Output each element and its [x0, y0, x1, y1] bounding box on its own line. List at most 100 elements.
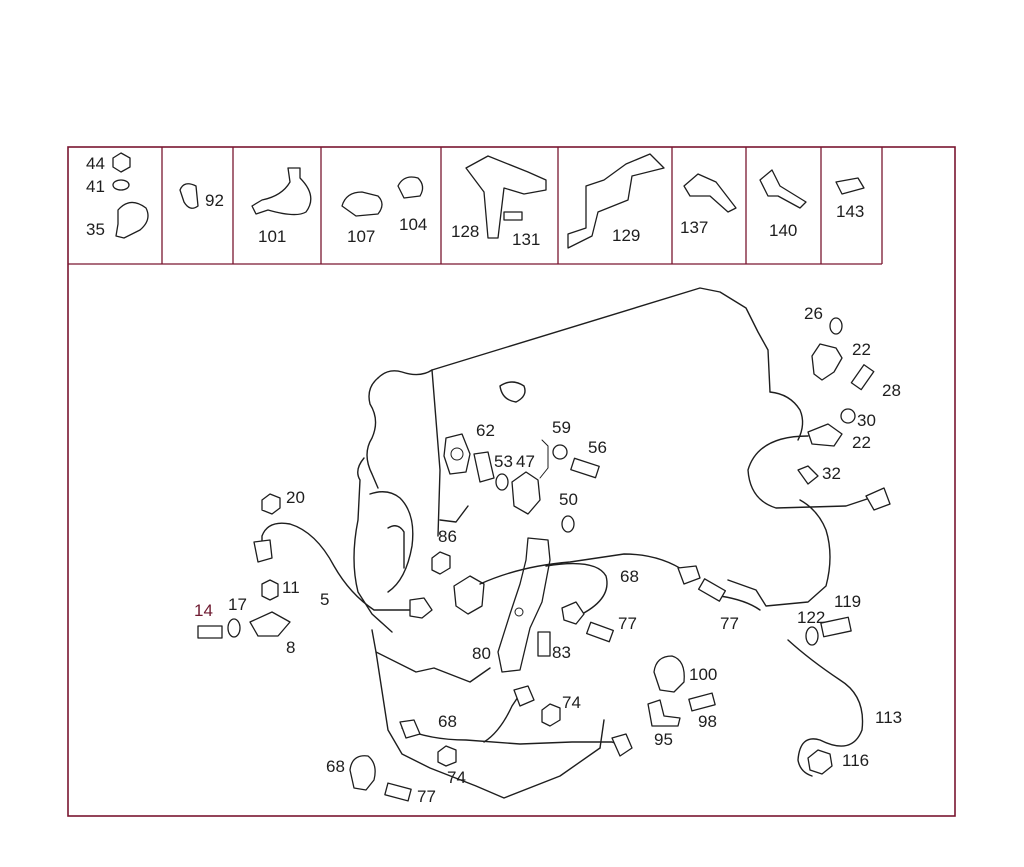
- label-30: 30: [857, 411, 876, 430]
- bolt-98-icon: [688, 692, 716, 712]
- label-26: 26: [804, 304, 823, 323]
- gasket-group: 62 53 47 59 56 50: [443, 418, 607, 533]
- label-104: 104: [399, 215, 427, 234]
- nut-74a-icon: [541, 703, 561, 727]
- clamp-104-icon: [397, 176, 424, 199]
- clamp-35-icon: [115, 201, 149, 239]
- label-119: 119: [834, 592, 861, 611]
- bolt-119-icon: [820, 616, 852, 638]
- label-95: 95: [654, 730, 673, 749]
- label-74b: 74: [447, 768, 466, 787]
- diagram-frame: [67, 146, 956, 817]
- leader-47: [539, 439, 549, 479]
- label-122: 122: [797, 608, 825, 627]
- sensor-cable-22: [747, 435, 877, 509]
- gasket-53-icon: [473, 451, 495, 483]
- header-cell-4: 107 104: [341, 176, 427, 246]
- plate-143-icon: [835, 177, 865, 195]
- label-92: 92: [205, 191, 224, 210]
- label-68c: 68: [326, 757, 345, 776]
- clip-92-icon: [179, 183, 199, 209]
- label-86: 86: [438, 527, 457, 546]
- label-22a: 22: [852, 340, 871, 359]
- bracket-80-icon: [497, 537, 551, 673]
- sensor-group-top-right: 26 22 28 30 22 32: [747, 304, 901, 511]
- seal-26-icon: [829, 317, 843, 335]
- valve-47-icon: [511, 471, 541, 515]
- label-137: 137: [680, 218, 708, 237]
- cable-113: [787, 639, 864, 777]
- label-140: 140: [769, 221, 797, 240]
- washer-17-icon: [227, 618, 241, 638]
- plug-68-bottom-icon: [399, 719, 421, 739]
- label-113: 113: [875, 708, 902, 727]
- cable-68-loop: [545, 562, 608, 615]
- label-83: 83: [552, 643, 571, 662]
- label-11: 11: [282, 578, 300, 597]
- nut-44-icon: [112, 152, 131, 173]
- label-20: 20: [286, 488, 305, 507]
- label-128: 128: [451, 222, 479, 241]
- header-cell-5: 128 131: [451, 155, 547, 249]
- label-22b: 22: [852, 433, 871, 452]
- left-sensor-group: 20 86 11 5 14 17 8: [194, 488, 485, 657]
- label-143: 143: [836, 202, 864, 221]
- header-cell-7: 137: [680, 173, 737, 237]
- washer-30-icon: [840, 408, 856, 424]
- label-17: 17: [228, 595, 247, 614]
- label-68a: 68: [620, 567, 639, 586]
- bracket-8-icon: [249, 611, 291, 637]
- bracket-129-icon: [567, 153, 665, 249]
- right-lower-group: 122 119 100 98 95 113 116: [647, 592, 902, 777]
- bolt-28-icon: [850, 364, 875, 391]
- label-80: 80: [472, 644, 491, 663]
- header-cell-9: 143: [835, 177, 865, 221]
- label-50: 50: [559, 490, 578, 509]
- label-77a: 77: [618, 614, 637, 633]
- label-5: 5: [320, 590, 329, 609]
- cable-5: [261, 522, 411, 611]
- header-cell-2: 92: [179, 183, 224, 210]
- label-129: 129: [612, 226, 640, 245]
- clip-100-icon: [653, 655, 685, 693]
- bottom-cable-group: 74 68 68 74 77: [326, 685, 633, 806]
- cable-68-bottom: [401, 727, 629, 749]
- bracket-95-icon: [647, 699, 681, 727]
- washer-59-icon: [552, 444, 568, 460]
- bolt-56-icon: [570, 457, 600, 479]
- plug-68-icon: [677, 565, 701, 585]
- label-53: 53: [494, 452, 513, 471]
- label-44: 44: [86, 154, 105, 173]
- sensor-head-5-icon: [409, 597, 433, 619]
- gasket-62-icon: [443, 433, 471, 475]
- sensor-center-icon: [453, 575, 485, 615]
- clamp-107-icon: [341, 191, 383, 217]
- strap-101-icon: [251, 167, 312, 216]
- nut-116-icon: [807, 749, 833, 775]
- bolt-83-icon: [537, 631, 551, 657]
- seal-50-icon: [561, 515, 575, 533]
- label-68b: 68: [438, 712, 457, 731]
- clip-32-icon: [797, 465, 819, 485]
- bracket-128-icon: [465, 155, 547, 239]
- label-98: 98: [698, 712, 717, 731]
- sensor-68-left-icon: [349, 755, 376, 791]
- label-41: 41: [86, 177, 105, 196]
- label-101: 101: [258, 227, 286, 246]
- connector-icon: [865, 487, 891, 511]
- nut-74b-icon: [437, 745, 457, 767]
- cable-68-branch: [483, 693, 521, 743]
- header-cell-1: 44 41 35: [86, 152, 149, 239]
- label-116: 116: [842, 751, 869, 770]
- washer-122-icon: [805, 626, 819, 646]
- sensor-68-bottom-icon: [611, 733, 633, 757]
- label-35: 35: [86, 220, 105, 239]
- label-77c: 77: [417, 787, 436, 806]
- washer-41-icon: [112, 179, 130, 191]
- label-47: 47: [516, 452, 535, 471]
- sensor-22a-icon: [811, 343, 843, 381]
- label-59: 59: [552, 418, 571, 437]
- label-32: 32: [822, 464, 841, 483]
- header-cell-3: 101: [251, 167, 312, 246]
